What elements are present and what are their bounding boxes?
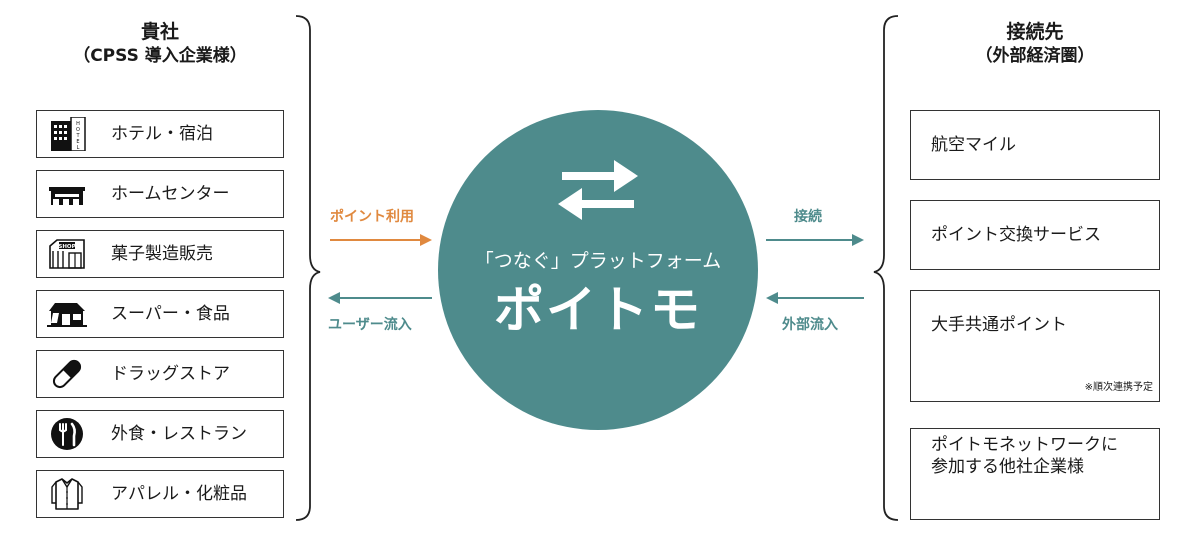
arrow-external-inflow	[766, 292, 864, 304]
left-brace	[295, 15, 321, 521]
left-title-sub: （CPSS 導入企業様）	[73, 46, 247, 66]
svg-text:T: T	[75, 133, 80, 139]
platform-label: 「つなぐ」プラットフォーム ポイトモ	[438, 150, 758, 370]
label-user-inflow: ユーザー流入	[328, 317, 412, 333]
destination-item-note: ※順次連携予定	[1084, 382, 1153, 393]
svg-text:H: H	[76, 121, 80, 127]
destination-item-label: 航空マイル	[931, 135, 1016, 155]
shop-storefront-icon: SHOP	[47, 237, 87, 271]
hotel-building-icon: H O T E L	[47, 116, 87, 152]
client-item-label: ホテル・宿泊	[111, 124, 213, 144]
client-item-apparel: アパレル・化粧品	[36, 470, 284, 518]
client-item-drugstore: ドラッグストア	[36, 350, 284, 398]
label-external-inflow: 外部流入	[782, 317, 838, 333]
destination-item-label: 大手共通ポイント	[931, 315, 1067, 335]
arrow-user-inflow	[328, 292, 432, 304]
platform-subtitle: 「つなぐ」プラットフォーム	[474, 250, 722, 272]
center-circle	[438, 110, 758, 430]
destination-item-airline-miles: 航空マイル	[910, 110, 1160, 180]
client-item-label: 菓子製造販売	[111, 244, 213, 264]
svg-text:O: O	[76, 127, 80, 133]
client-item-hotel: H O T E L ホテル・宿泊	[36, 110, 284, 158]
right-brace	[873, 15, 899, 521]
arrow-point-use	[330, 234, 432, 246]
destination-item-label-line1: ポイトモネットワークに	[931, 435, 1118, 455]
client-item-label: 外食・レストラン	[111, 424, 247, 444]
home-center-store-icon	[47, 177, 87, 211]
shirt-icon	[47, 477, 87, 511]
destination-item-label: ポイント交換サービス	[931, 225, 1101, 245]
client-item-label: アパレル・化粧品	[111, 484, 247, 504]
destination-item-label-line2: 参加する他社企業様	[931, 457, 1084, 477]
capsule-pill-icon	[47, 357, 87, 391]
platform-name: ポイトモ	[494, 280, 702, 339]
svg-text:L: L	[77, 145, 80, 151]
client-item-label: ホームセンター	[111, 184, 230, 204]
client-item-home-center: ホームセンター	[36, 170, 284, 218]
right-title-sub: （外部経済圏）	[975, 46, 1095, 66]
label-connect: 接続	[794, 209, 822, 225]
right-title: 接続先 （外部経済圏）	[910, 20, 1160, 68]
destination-item-common-points: 大手共通ポイント ※順次連携予定	[910, 290, 1160, 402]
destination-item-point-exchange: ポイント交換サービス	[910, 200, 1160, 270]
svg-text:E: E	[76, 139, 79, 145]
client-item-label: スーパー・食品	[111, 304, 230, 324]
fork-knife-icon	[47, 417, 87, 451]
exchange-arrows-icon	[558, 160, 638, 220]
client-item-restaurant: 外食・レストラン	[36, 410, 284, 458]
left-title-main: 貴社	[140, 21, 179, 43]
label-point-use: ポイント利用	[330, 209, 414, 225]
svg-text:SHOP: SHOP	[58, 244, 75, 250]
arrow-connect	[766, 234, 864, 246]
destination-item-network-partners: ポイトモネットワークに 参加する他社企業様	[910, 428, 1160, 520]
supermarket-icon	[47, 297, 87, 331]
client-item-label: ドラッグストア	[111, 364, 230, 384]
left-title: 貴社 （CPSS 導入企業様）	[36, 20, 284, 68]
client-item-confectionery: SHOP 菓子製造販売	[36, 230, 284, 278]
client-item-supermarket: スーパー・食品	[36, 290, 284, 338]
right-title-main: 接続先	[1006, 21, 1064, 43]
